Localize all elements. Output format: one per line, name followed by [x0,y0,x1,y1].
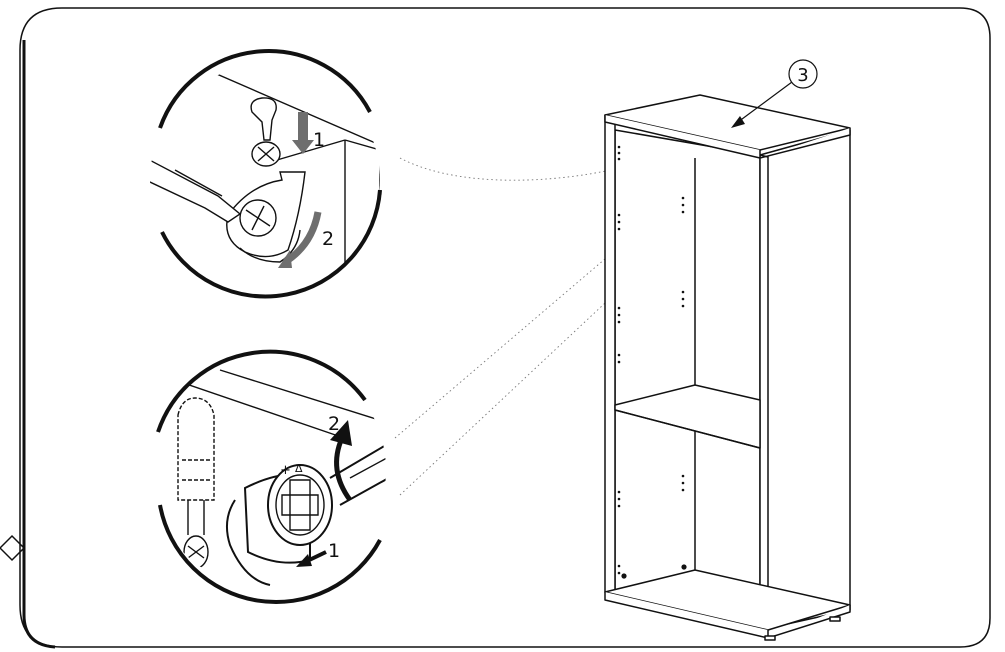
bottom-step2-label: 2 [328,413,340,435]
cam-lock-detail-circle: + Δ [156,349,386,604]
part-reference-callout: 3 [731,59,818,128]
page-frame [0,7,991,649]
top-step2-arrow [278,211,322,268]
part-number-label: 3 [797,65,808,86]
shelf-pin-holes [617,145,687,579]
top-step2-label: 2 [322,228,334,250]
cam-arrow-mark: Δ [295,462,303,475]
top-step1-arrow [292,112,314,154]
cam-bolt-detail-circle [150,49,382,299]
bottom-step1-arrow [296,550,327,567]
bottom-step1-label: 1 [328,540,340,562]
bottom-step2-arrow [330,420,353,502]
bookcase-illustration [604,94,851,641]
cam-plus-mark: + [280,463,291,478]
top-step1-label: 1 [313,129,325,151]
